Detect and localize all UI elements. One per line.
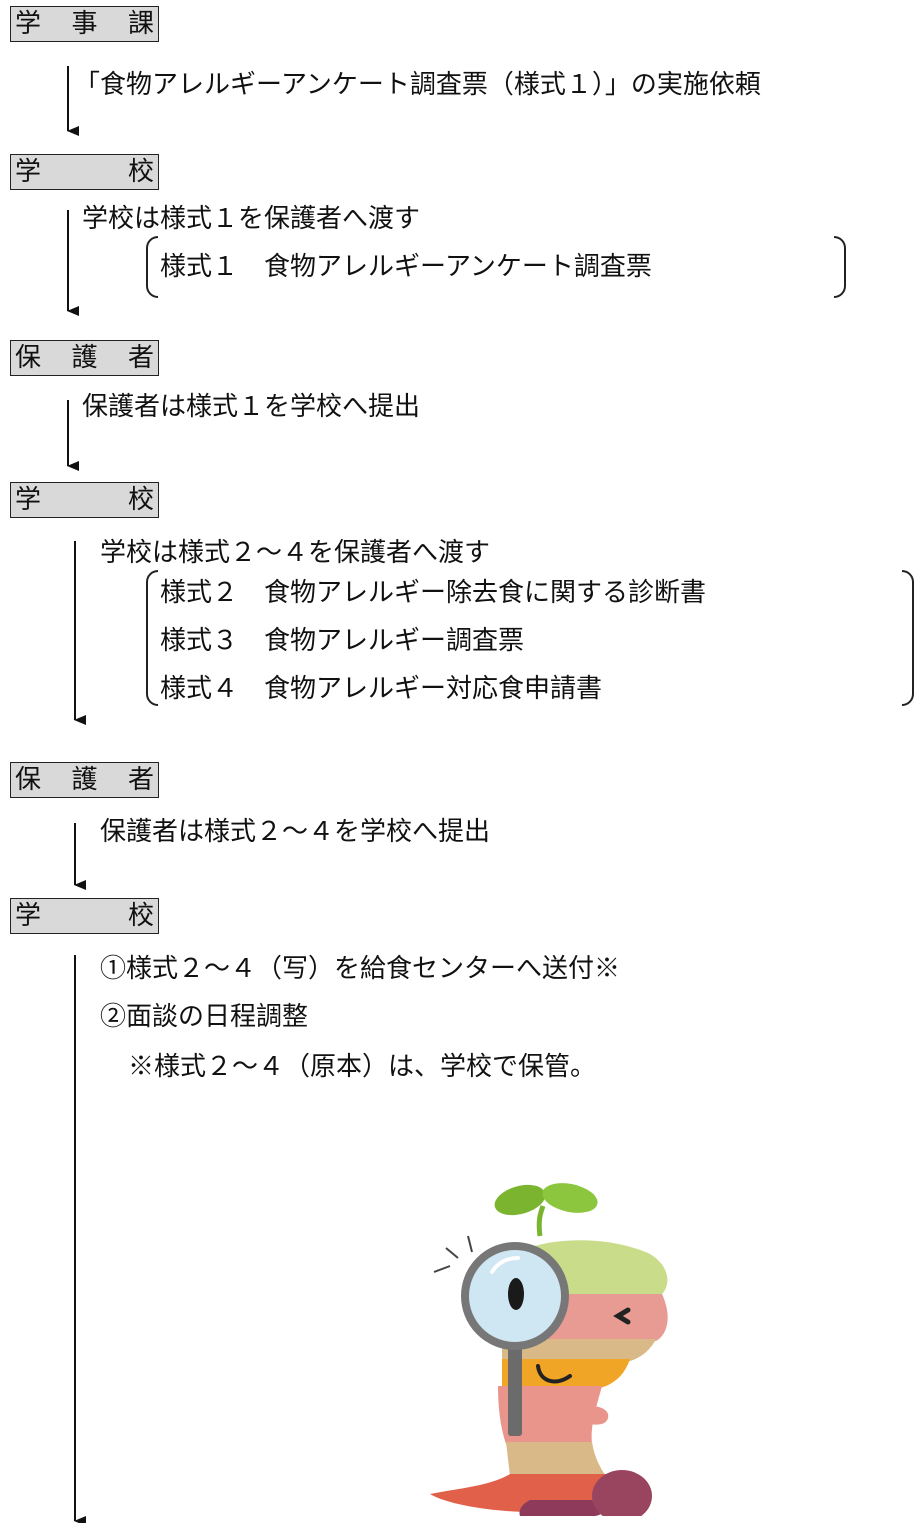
step-2-text: 学校は様式１を保護者へ渡す <box>82 204 421 234</box>
step-6-note: ※様式２～４（原本）は、学校で保管。 <box>128 1052 597 1082</box>
form-3-item: 様式３ 食物アレルギー調査票 <box>160 626 525 656</box>
label-char: 校 <box>127 484 154 515</box>
form-bracket-right <box>834 236 846 298</box>
label-char: 者 <box>127 342 154 373</box>
form-bracket-left <box>146 570 158 706</box>
step-box-gakujika: 学 事 課 <box>10 6 159 42</box>
step-6-item-1: ①様式２～４（写）を給食センターへ送付※ <box>100 954 621 984</box>
label-char: 校 <box>127 900 154 931</box>
step-box-school: 学 校 <box>10 154 159 190</box>
label-char: 事 <box>71 8 98 39</box>
step-box-school: 学 校 <box>10 898 159 934</box>
form-4-item: 様式４ 食物アレルギー対応食申請書 <box>160 674 603 704</box>
step-box-guardian: 保 護 者 <box>10 762 159 798</box>
label-char: 学 <box>15 8 42 39</box>
step-box-school: 学 校 <box>10 482 159 518</box>
step-box-guardian: 保 護 者 <box>10 340 159 376</box>
form-bracket-left <box>146 236 158 298</box>
form-2-item: 様式２ 食物アレルギー除去食に関する診断書 <box>160 578 707 608</box>
step-1-text: 「食物アレルギーアンケート調査票（様式１）」の実施依頼 <box>74 70 761 100</box>
step-6-item-2: ②面談の日程調整 <box>100 1002 309 1032</box>
label-char: 課 <box>127 8 154 39</box>
label-char: 学 <box>15 900 42 931</box>
step-5-text: 保護者は様式２～４を学校へ提出 <box>100 817 491 847</box>
label-char: 護 <box>71 764 98 795</box>
label-char: 護 <box>71 342 98 373</box>
form-1-item: 様式１ 食物アレルギーアンケート調査票 <box>160 252 652 282</box>
label-char: 学 <box>15 156 42 187</box>
label-char: 保 <box>15 764 42 795</box>
label-char: 学 <box>15 484 42 515</box>
form-bracket-right <box>902 570 914 706</box>
sprout-mascot-illustration <box>430 1183 668 1516</box>
label-char: 者 <box>127 764 154 795</box>
step-3-text: 保護者は様式１を学校へ提出 <box>82 392 421 422</box>
label-char: 校 <box>127 156 154 187</box>
label-char: 保 <box>15 342 42 373</box>
step-4-text: 学校は様式２～４を保護者へ渡す <box>100 538 491 568</box>
